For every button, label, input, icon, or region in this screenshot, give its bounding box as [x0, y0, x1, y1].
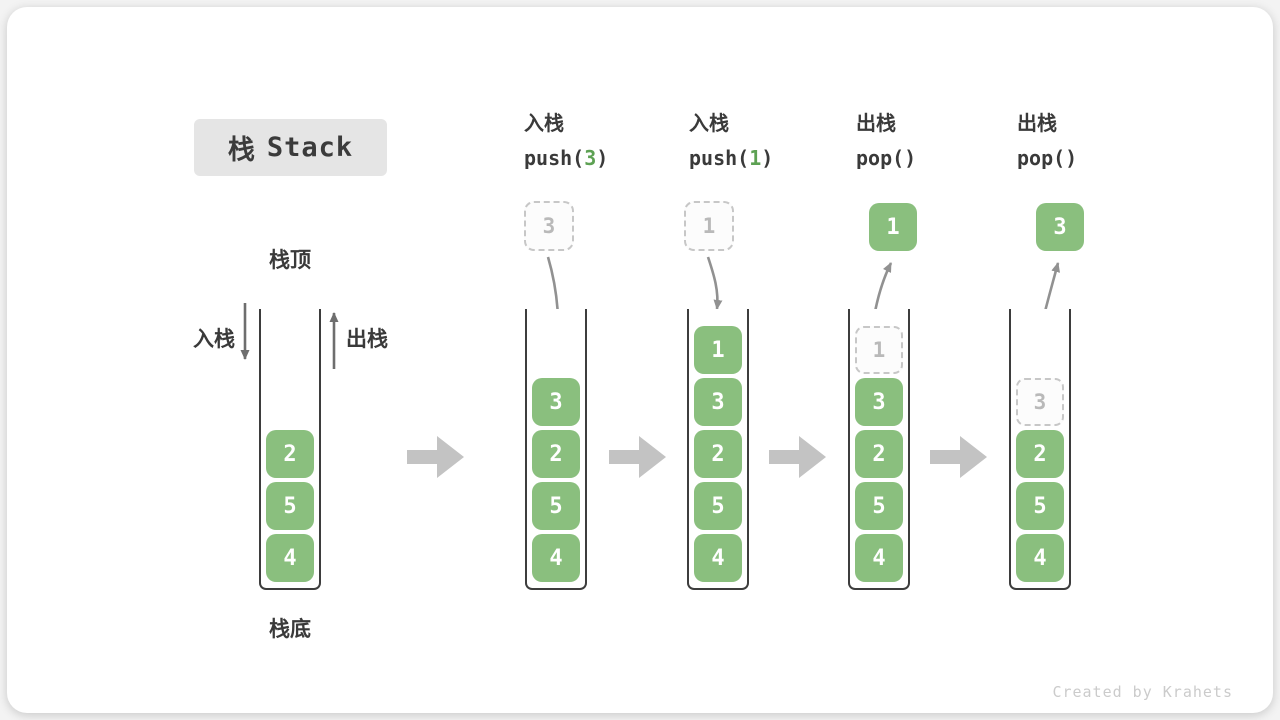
op-code-prefix: pop(: [856, 146, 905, 170]
stack-block: 2: [532, 430, 580, 478]
stack-block: 2: [1016, 430, 1064, 478]
stack-block: 3: [694, 378, 742, 426]
op-label: 入栈: [689, 113, 729, 135]
label-pop: 出栈: [346, 328, 388, 351]
step-arrow-4: [930, 436, 987, 478]
op-caption-pop-1: 出栈 pop(): [856, 114, 1006, 168]
step-arrow-1: [407, 436, 464, 478]
label-push: 入栈: [193, 328, 235, 351]
stack-block: 3: [855, 378, 903, 426]
op-code-arg: 1: [749, 146, 762, 170]
op-code-prefix: push(: [689, 146, 750, 170]
stack-block: 4: [855, 534, 903, 582]
op-code: push(3): [524, 148, 674, 168]
op-label: 出栈: [856, 113, 896, 135]
op-code-suffix: ): [904, 146, 917, 170]
step-arrow-3: [769, 436, 826, 478]
stack-block: 5: [266, 482, 314, 530]
op-code-suffix: ): [596, 146, 609, 170]
op-code-arg: 3: [584, 146, 597, 170]
stack-block: 4: [694, 534, 742, 582]
stack-block: 5: [855, 482, 903, 530]
stack-block: 5: [532, 482, 580, 530]
label-stack-bottom: 栈底: [269, 618, 311, 641]
op-label: 入栈: [524, 113, 564, 135]
incoming-ghost-block-1: 1: [684, 201, 734, 251]
op-code-prefix: push(: [524, 146, 585, 170]
op-caption-push-3: 入栈 push(3): [524, 114, 674, 168]
stack-block: 2: [266, 430, 314, 478]
watermark-credit: Created by Krahets: [1052, 683, 1233, 701]
popped-block-3: 3: [1036, 203, 1084, 251]
incoming-ghost-block-3: 3: [524, 201, 574, 251]
op-code-suffix: ): [761, 146, 774, 170]
diagram-card: 栈 Stack 栈顶 栈底 入栈 出栈 入栈 push(3) 入栈 push(1…: [7, 7, 1273, 713]
title-zh: 栈: [227, 135, 255, 165]
stack-block: 5: [694, 482, 742, 530]
op-code-suffix: ): [1065, 146, 1078, 170]
stack-block: 3: [532, 378, 580, 426]
op-label: 出栈: [1017, 113, 1057, 135]
step-arrow-2: [609, 436, 666, 478]
op-caption-pop-3: 出栈 pop(): [1017, 114, 1167, 168]
op-caption-push-1: 入栈 push(1): [689, 114, 839, 168]
stack-block: 2: [855, 430, 903, 478]
op-code: push(1): [689, 148, 839, 168]
op-code-prefix: pop(: [1017, 146, 1066, 170]
stack-block: 2: [694, 430, 742, 478]
op-code: pop(): [856, 148, 1006, 168]
push-1-arrow: [706, 256, 723, 310]
stack-block: 4: [1016, 534, 1064, 582]
ghost-block: 1: [855, 326, 903, 374]
title-en: Stack: [266, 132, 354, 163]
stack-block: 4: [532, 534, 580, 582]
stack-block: 4: [266, 534, 314, 582]
title-box: 栈 Stack: [194, 119, 387, 176]
stack-block: 5: [1016, 482, 1064, 530]
ghost-block: 3: [1016, 378, 1064, 426]
stack-block: 1: [694, 326, 742, 374]
popped-block-1: 1: [869, 203, 917, 251]
label-stack-top: 栈顶: [269, 249, 311, 272]
op-code: pop(): [1017, 148, 1167, 168]
